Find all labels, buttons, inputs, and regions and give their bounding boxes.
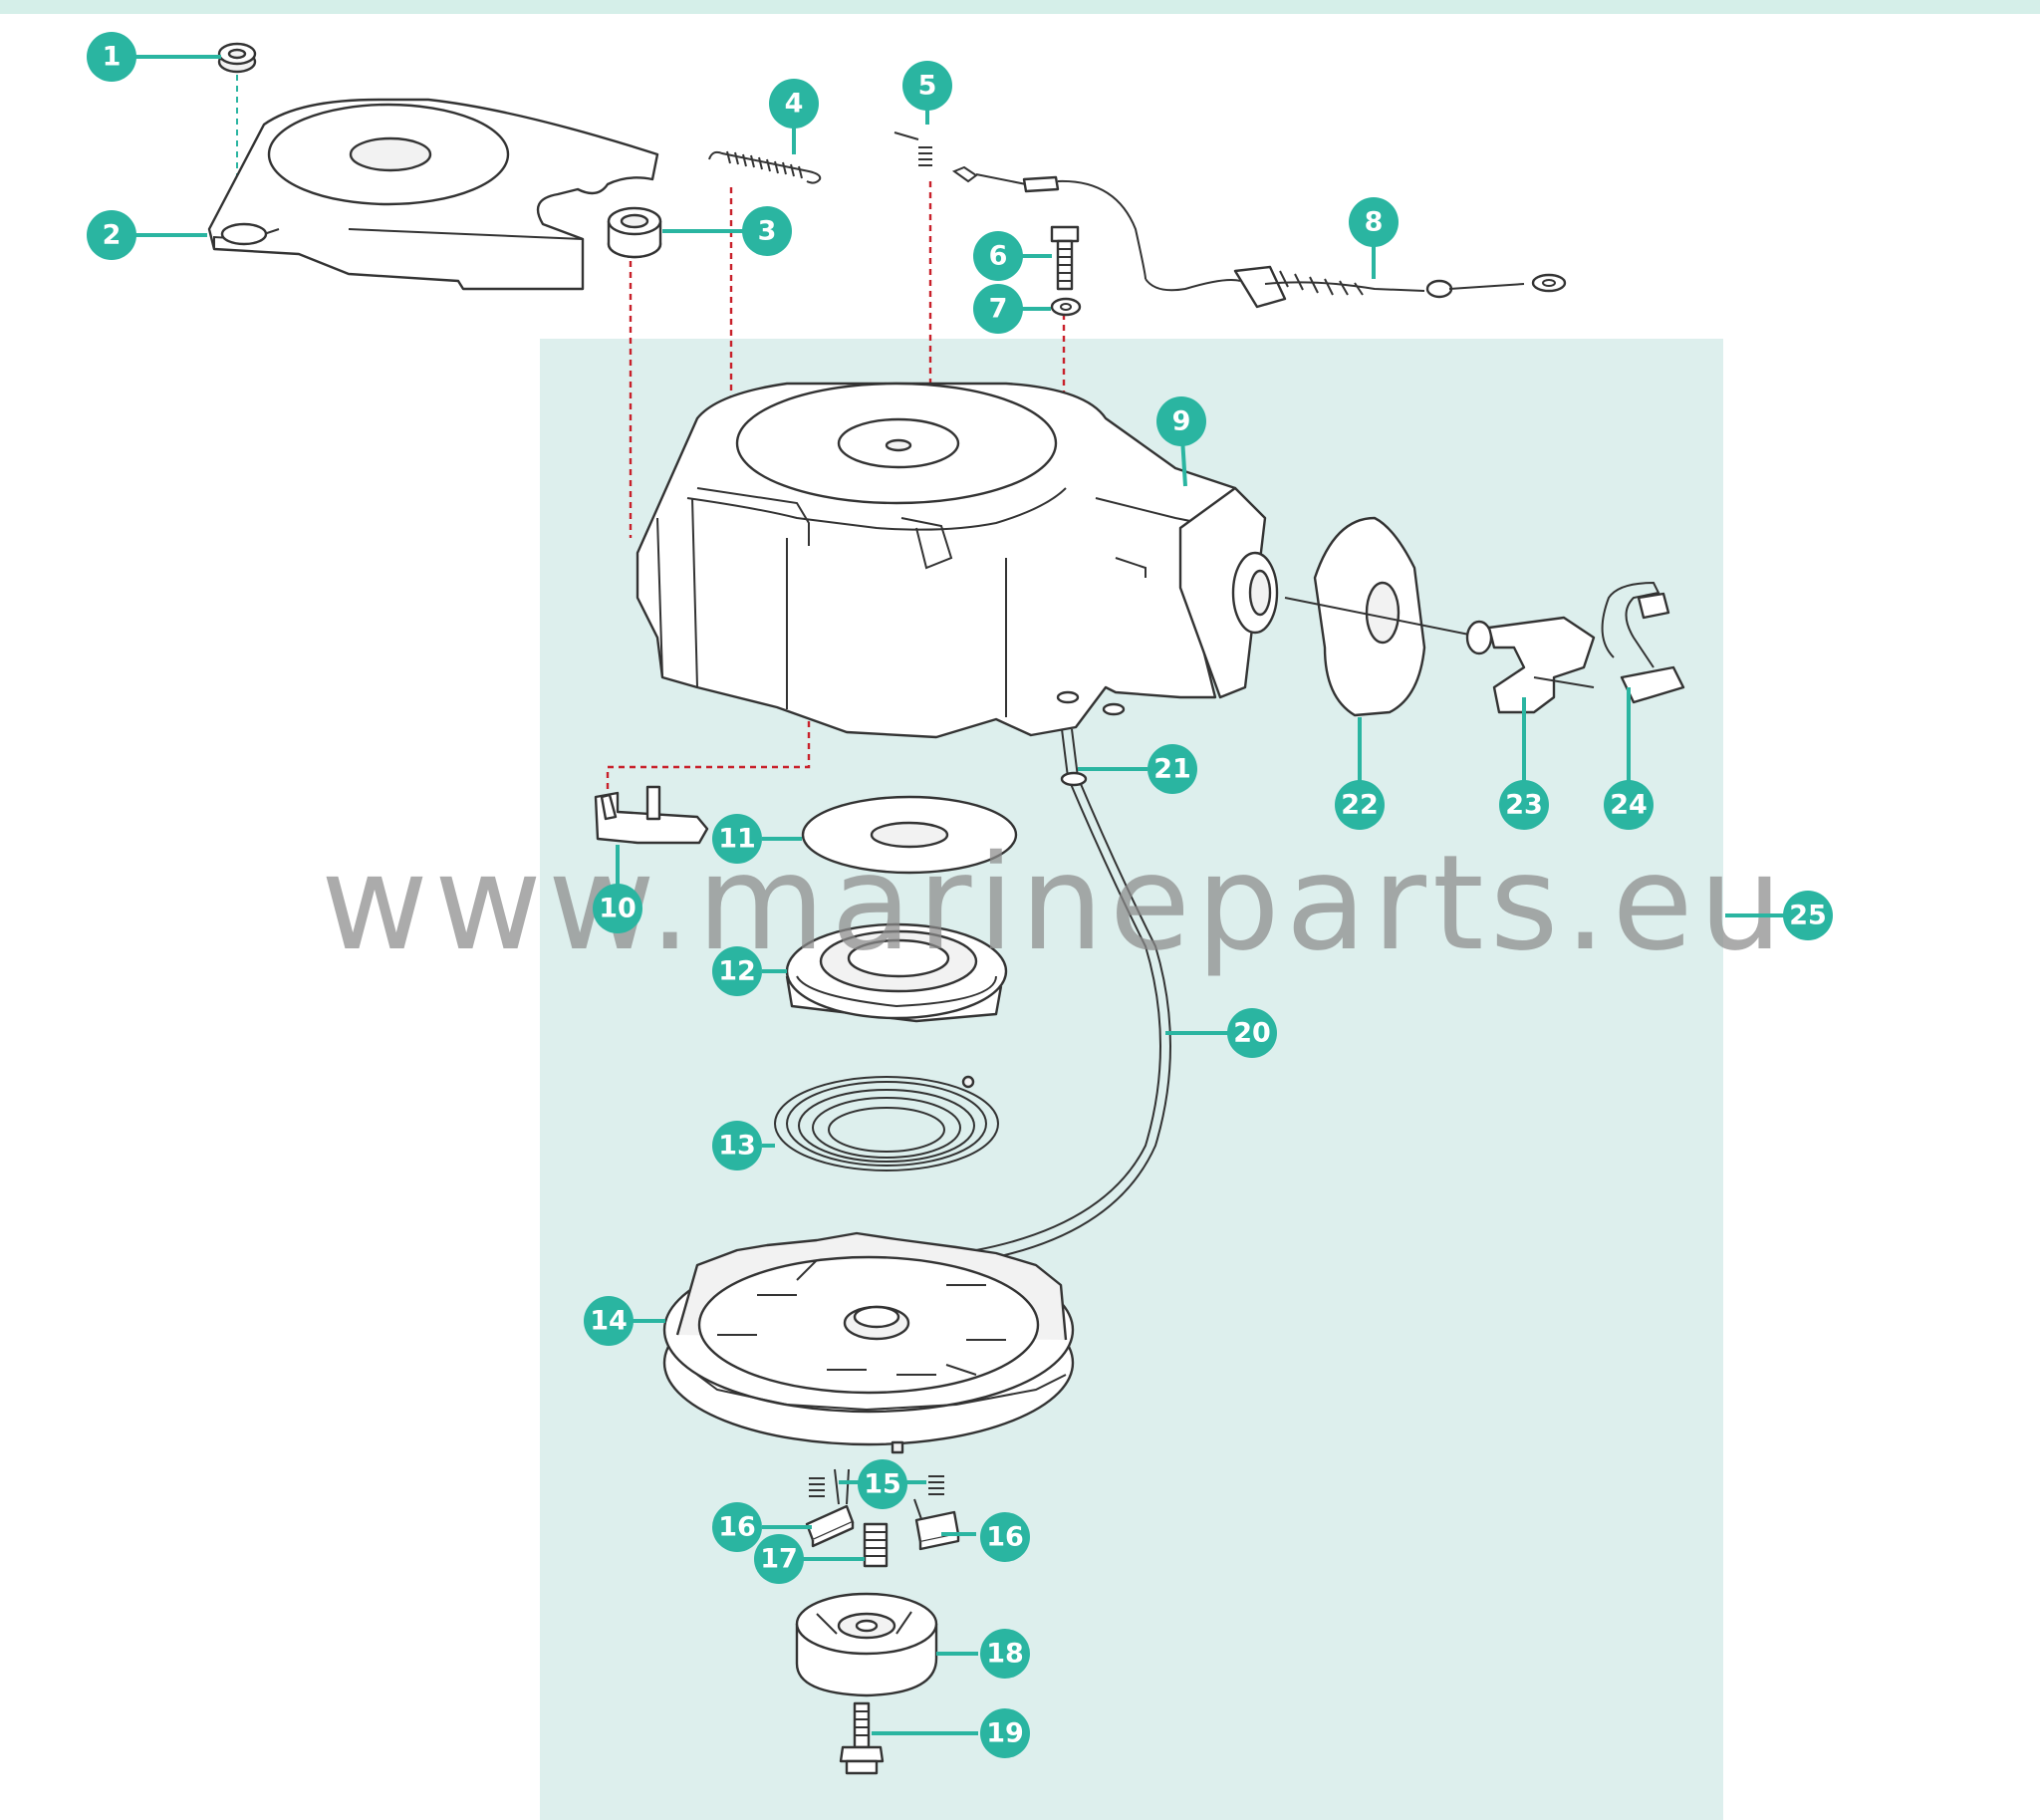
- callout-2: 2: [87, 210, 136, 260]
- watermark-text: www.marineparts.eu: [321, 827, 1788, 980]
- callout-1: 1: [87, 32, 136, 82]
- callout-24: 24: [1604, 780, 1654, 830]
- part-4-spring: [708, 150, 822, 184]
- callout-10: 10: [593, 884, 642, 933]
- callout-12: 12: [712, 946, 762, 996]
- part-19-screw: [839, 1701, 885, 1775]
- callout-15: 15: [858, 1459, 907, 1509]
- part-22-gasket: [1313, 516, 1426, 717]
- callout-21: 21: [1148, 744, 1197, 794]
- svg-text:15: 15: [864, 1469, 901, 1500]
- part-18-ratchet: [795, 1592, 938, 1697]
- callout-14: 14: [584, 1296, 634, 1346]
- part-1-grommet: [217, 42, 257, 74]
- part-6-bolt: [1050, 225, 1080, 291]
- svg-text:8: 8: [1365, 207, 1384, 238]
- part-24-clip: [1601, 581, 1685, 704]
- svg-text:17: 17: [760, 1544, 798, 1575]
- part-3-grommet: [607, 206, 662, 259]
- svg-text:19: 19: [986, 1718, 1024, 1749]
- svg-text:1: 1: [103, 42, 122, 73]
- callout-13: 13: [712, 1121, 762, 1170]
- top-band: [0, 0, 2040, 14]
- svg-text:2: 2: [103, 220, 122, 251]
- callout-9: 9: [1156, 396, 1206, 446]
- callout-11: 11: [712, 814, 762, 864]
- svg-text:24: 24: [1610, 790, 1648, 821]
- callout-3: 3: [742, 206, 792, 256]
- part-16-pawl-right: [914, 1510, 960, 1551]
- callout-4: 4: [769, 79, 819, 129]
- part-14-pulley: [662, 1231, 1075, 1454]
- svg-text:13: 13: [718, 1131, 756, 1162]
- callout-25: 25: [1783, 891, 1833, 940]
- part-20-rope: [975, 728, 1171, 1261]
- svg-text:6: 6: [989, 241, 1008, 272]
- part-5-spring: [893, 131, 932, 166]
- callout-18: 18: [980, 1629, 1030, 1679]
- callout-16-right: 16: [980, 1512, 1030, 1562]
- callout-16-left: 16: [712, 1502, 762, 1552]
- part-15-springs: [809, 1468, 944, 1520]
- part-10-link: [594, 785, 709, 845]
- part-13-recoil-spring: [774, 1075, 999, 1171]
- svg-text:10: 10: [599, 894, 637, 924]
- svg-text:25: 25: [1789, 901, 1827, 931]
- callout-19: 19: [980, 1708, 1030, 1758]
- part-17-spring: [863, 1522, 889, 1568]
- part-7-washer: [1050, 297, 1082, 317]
- svg-text:22: 22: [1341, 790, 1379, 821]
- callout-17: 17: [754, 1534, 804, 1584]
- callout-7: 7: [973, 284, 1023, 334]
- svg-text:12: 12: [718, 956, 756, 987]
- svg-text:3: 3: [758, 216, 777, 247]
- part-2-cover: [207, 98, 659, 291]
- svg-text:18: 18: [986, 1639, 1024, 1670]
- callout-5: 5: [902, 61, 952, 111]
- svg-text:20: 20: [1233, 1018, 1271, 1049]
- part-23-handle: [1284, 597, 1596, 714]
- svg-text:16: 16: [986, 1522, 1024, 1553]
- part-11-plate: [801, 795, 1018, 875]
- callout-23: 23: [1499, 780, 1549, 830]
- svg-text:23: 23: [1505, 790, 1543, 821]
- svg-text:21: 21: [1153, 754, 1191, 785]
- svg-text:11: 11: [718, 824, 756, 855]
- part-9-starter-housing: [636, 382, 1279, 739]
- part-8-cable: [951, 165, 1567, 309]
- svg-text:7: 7: [989, 294, 1008, 325]
- callout-22: 22: [1335, 780, 1385, 830]
- svg-text:16: 16: [718, 1512, 756, 1543]
- callout-8: 8: [1349, 197, 1399, 247]
- callout-6: 6: [973, 231, 1023, 281]
- svg-text:14: 14: [590, 1306, 628, 1337]
- part-12-spring-case: [785, 922, 1008, 1023]
- svg-text:4: 4: [785, 89, 804, 120]
- part-16-pawl-left: [805, 1504, 855, 1548]
- svg-text:5: 5: [918, 71, 937, 102]
- callout-20: 20: [1227, 1008, 1277, 1058]
- svg-text:9: 9: [1172, 406, 1191, 437]
